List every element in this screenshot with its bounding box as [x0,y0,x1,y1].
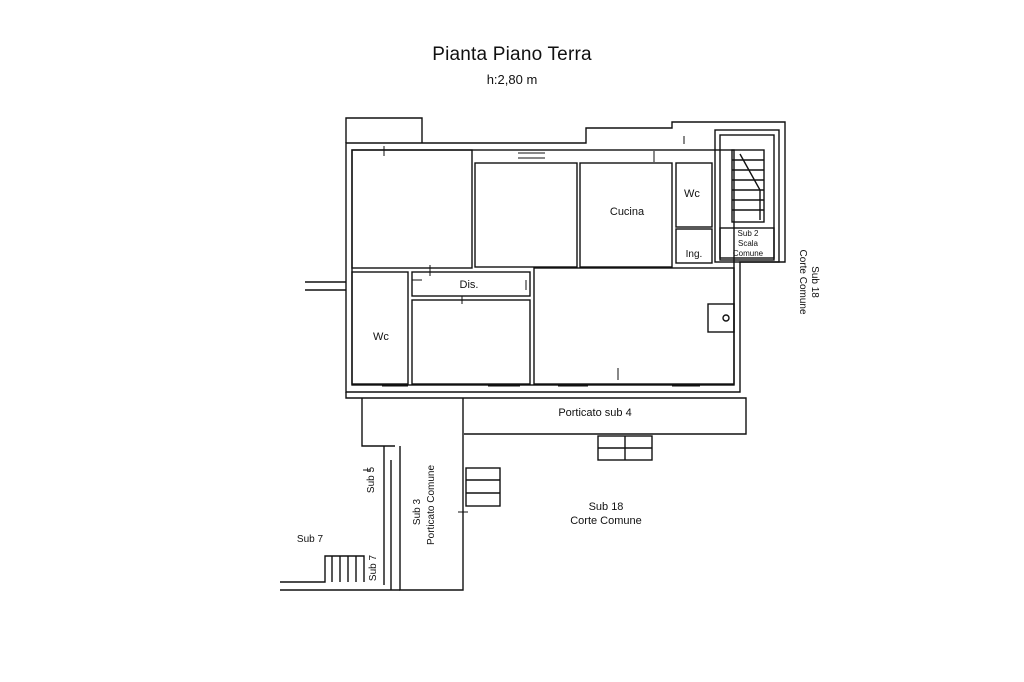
label-sub2-2: Scala [738,239,759,248]
label-sub18-right-2: Corte Comune [797,249,808,314]
room-kitchen [579,162,673,268]
room-wc-left [351,271,409,385]
room-bedroom [351,149,473,269]
label-sub18-bottom-1: Sub 18 [589,501,624,513]
label-sub3-1: Sub 3 [412,498,423,525]
room-wc-upper [675,162,713,228]
label-sub18-right-1: Sub 18 [809,266,820,298]
label-sub5: Sub 5 [366,466,377,493]
porch-outline [345,392,747,447]
label-sub18-bottom-2: Corte Comune [570,515,642,527]
annex-wall [345,117,423,143]
room-disimpegno [411,271,531,297]
outer-wall [345,121,786,393]
label-dis: Dis. [460,279,479,291]
sink [707,303,735,333]
label-sub7-a: Sub 7 [297,534,324,545]
label-sub2-3: Comune [733,249,764,258]
plan-title: Pianta Piano Terra [432,44,592,65]
sub7-stairs [280,555,400,591]
room-living [533,267,735,385]
porticato-comune [399,398,464,591]
label-wc-left: Wc [373,331,389,343]
label-wc-upper: Wc [684,188,700,200]
room-middle [474,162,578,268]
label-sub7-b: Sub 7 [368,554,379,581]
ceiling-height-label: h:2,80 m [486,72,538,87]
room-lower-middle [411,299,531,385]
label-sub3-2: Porticato Comune [426,465,437,545]
label-ing: Ing. [686,249,703,260]
side-stairs [465,467,501,507]
label-sub2-1: Sub 2 [738,229,759,238]
label-porticato: Porticato sub 4 [558,407,631,419]
label-cucina: Cucina [610,206,645,218]
stair-well [714,129,780,263]
room-ing [675,228,713,264]
